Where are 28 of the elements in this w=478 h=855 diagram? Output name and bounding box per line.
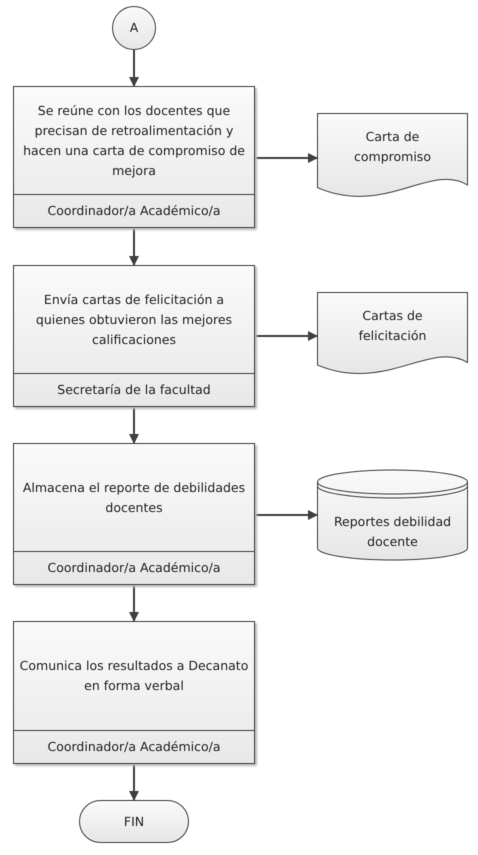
arrow (255, 331, 318, 341)
arrow (129, 585, 139, 622)
process-text: Comunica los resultados a Decanato en forma verbal (18, 657, 250, 695)
role-label: Coordinador/a Académico/a (47, 202, 221, 220)
process-box (13, 265, 255, 407)
terminator-shape (79, 800, 189, 843)
process-text: Almacena el reporte de debilidades docentes (22, 478, 246, 516)
role-label: Coordinador/a Académico/a (47, 559, 221, 577)
process-box (13, 621, 255, 764)
shape-label: Reportes debilidad docente (332, 513, 452, 551)
shape-label: Carta de compromiso (353, 128, 432, 166)
role-label: Coordinador/a Académico/a (47, 738, 221, 756)
process-box (13, 443, 255, 585)
arrow (129, 50, 139, 87)
arrow (255, 510, 318, 520)
process-box (13, 86, 255, 228)
arrow (129, 407, 139, 444)
arrow (255, 153, 318, 163)
arrow (129, 228, 139, 266)
shape-label: A (128, 19, 140, 37)
process-text: Se reúne con los docentes que precisan de retroalimentación y hacen una carta de compromiso de mejora (22, 102, 246, 180)
process-text: Envía cartas de felicitación a quienes obtuvieron las mejores calificaciones (34, 290, 234, 348)
role-label: Secretaría de la facultad (57, 381, 211, 399)
shape-label: FIN (122, 812, 146, 830)
arrow (129, 764, 139, 801)
connector-circle (112, 6, 156, 50)
shape-label: Cartas de felicitación (358, 307, 428, 345)
database-cylinder (317, 470, 468, 560)
